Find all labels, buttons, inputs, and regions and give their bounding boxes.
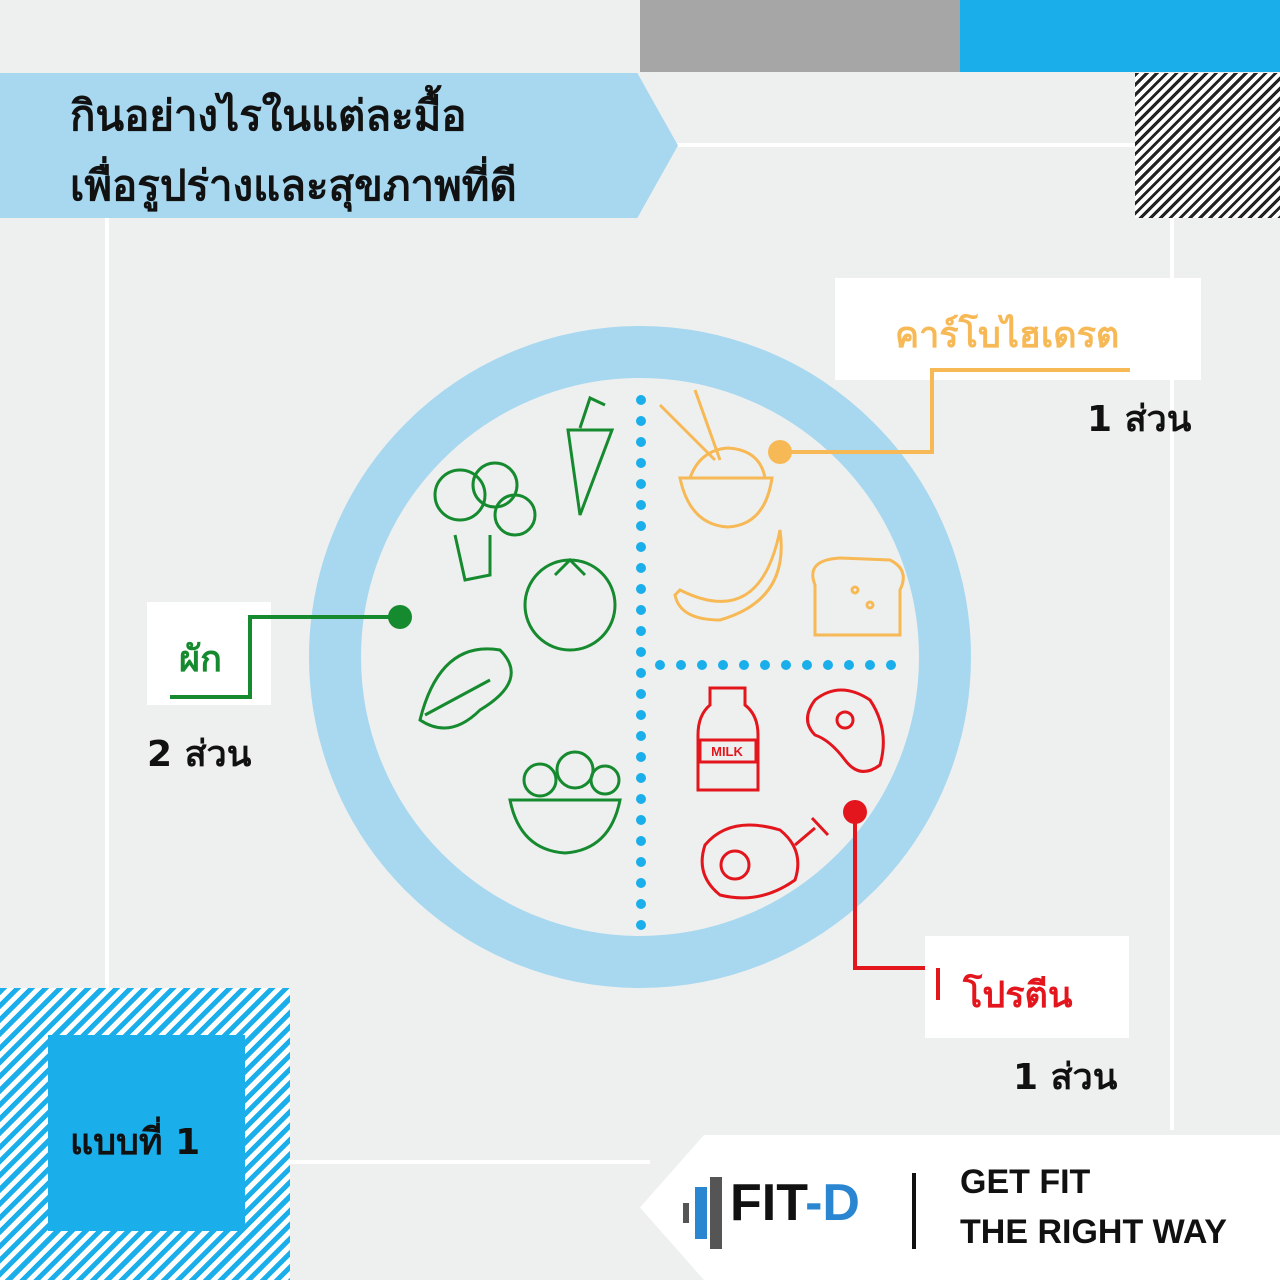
brand-banner: FIT-D GET FIT THE RIGHT WAY [640, 1135, 1280, 1280]
brand-name-b: -D [805, 1174, 860, 1232]
tomato-icon [523, 557, 617, 652]
plan-badge: แบบที่ 1 [48, 1035, 245, 1231]
protein-portion: 1 ส่วน [1013, 1057, 1118, 1098]
broccoli-icon [433, 461, 537, 582]
carrot-icon [566, 395, 615, 516]
rice-bowl-icon [658, 389, 774, 529]
carb-icons [658, 389, 905, 637]
veg-dot [388, 605, 412, 629]
title-line-2: เพื่อรูปร่างและสุขภาพที่ดี [70, 161, 517, 210]
logo-bar-small [683, 1203, 689, 1223]
carb-dot [768, 440, 792, 464]
bread-icon [811, 556, 905, 637]
carb-label: คาร์โบไฮเดรต [895, 315, 1120, 356]
veg-portion: 2 ส่วน [147, 734, 252, 775]
blue-bar [960, 0, 1280, 72]
protein-label: โปรตีน [963, 975, 1073, 1016]
plan-label: แบบที่ 1 [70, 1122, 201, 1163]
carb-portion: 1 ส่วน [1087, 399, 1192, 440]
title-line-1: กินอย่างไรในแต่ละมื้อ [70, 91, 467, 140]
vegetable-icons [418, 395, 622, 855]
veg-label-box: ผัก [147, 602, 271, 705]
protein-label-box: โปรตีน [925, 936, 1129, 1038]
salad-bowl-icon [508, 750, 622, 855]
brand-divider [912, 1173, 916, 1249]
frame-line [1170, 210, 1174, 1130]
frame-line [640, 143, 1135, 147]
title-banner: กินอย่างไรในแต่ละมื้อ เพื่อรูปร่างและสุข… [0, 73, 678, 218]
lettuce-icon [418, 647, 513, 730]
frame-line [105, 210, 109, 990]
meat-icon [700, 816, 830, 900]
logo-bar-grey [710, 1177, 722, 1249]
protein-icons [696, 686, 885, 900]
brand-name-a: FIT [730, 1174, 806, 1232]
milk-label: MILK [711, 744, 743, 759]
slogan-line-1: GET FIT [960, 1163, 1091, 1201]
banana-icon [673, 529, 783, 622]
bean-icon [806, 688, 885, 773]
grey-bar [640, 0, 960, 72]
frame-line [290, 1160, 650, 1164]
milk-bottle-icon [696, 686, 760, 792]
brand-logo: FIT-D [730, 1177, 860, 1229]
logo-bar-blue [695, 1187, 707, 1239]
carb-label-box: คาร์โบไฮเดรต [835, 278, 1201, 380]
veg-label: ผัก [179, 639, 222, 680]
protein-dot [843, 800, 867, 824]
hatch-pattern [1135, 73, 1280, 218]
slogan-line-2: THE RIGHT WAY [960, 1213, 1227, 1251]
